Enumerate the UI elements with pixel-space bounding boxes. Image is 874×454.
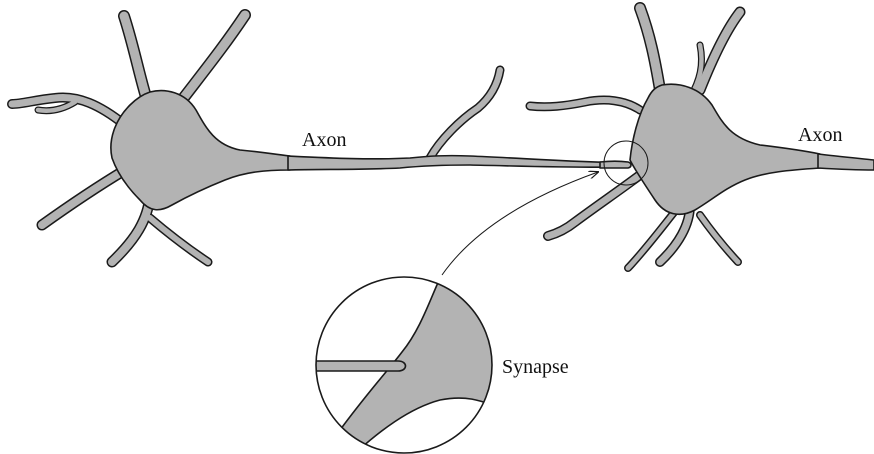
left-neuron-dendrites [12, 15, 500, 262]
axon-label-left: Axon [302, 129, 346, 151]
axon-label-right: Axon [798, 124, 842, 146]
synapse-label: Synapse [502, 356, 569, 378]
synapse-zoom [300, 270, 500, 454]
right-neuron-axon [818, 154, 874, 170]
left-neuron-axon [288, 156, 630, 170]
right-neuron-soma [630, 84, 820, 214]
left-neuron-soma [111, 91, 290, 210]
